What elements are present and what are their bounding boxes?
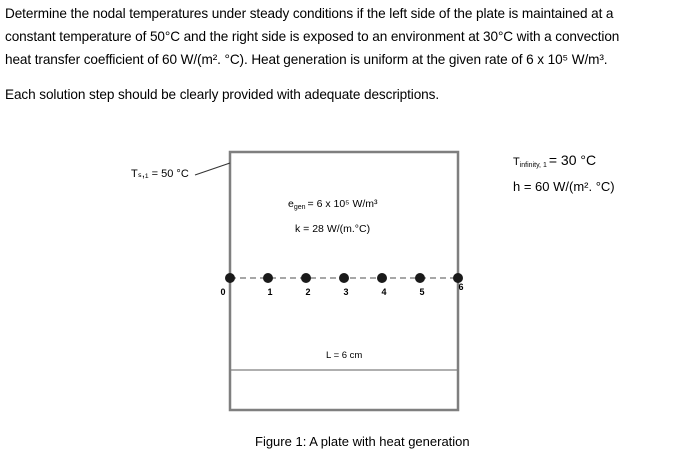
node-6-label: 6 <box>458 282 463 292</box>
problem-line-2: constant temperature of 50°C and the rig… <box>5 29 620 44</box>
figure-caption: Figure 1: A plate with heat generation <box>255 434 470 449</box>
node-0-marker <box>225 273 235 283</box>
node-5-label: 5 <box>419 287 424 297</box>
node-0-label: 0 <box>220 287 225 297</box>
node-4-marker <box>377 273 387 283</box>
node-6-marker <box>453 273 463 283</box>
node-1-label: 1 <box>267 287 272 297</box>
node-2-marker <box>301 273 311 283</box>
problem-statement: Determine the nodal temperatures under s… <box>5 2 693 106</box>
left-boundary-temperature-label: Tₛ,₁ = 50 °C <box>131 168 189 180</box>
problem-line-1: Determine the nodal temperatures under s… <box>5 6 614 21</box>
node-5-marker <box>415 273 425 283</box>
thermal-conductivity-label: k = 28 W/(m.°C) <box>295 223 370 235</box>
node-3-label: 3 <box>343 287 348 297</box>
convection-coefficient-label: h = 60 W/(m². °C) <box>513 179 615 194</box>
problem-line-3: heat transfer coefficient of 60 W/(m². °… <box>5 52 608 67</box>
nodes-group: 0 1 2 3 4 5 6 <box>220 273 464 297</box>
instruction-text: Each solution step should be clearly pro… <box>5 87 440 102</box>
plate-length-label: L = 6 cm <box>326 350 362 361</box>
node-2-label: 2 <box>305 287 310 297</box>
node-3-marker <box>339 273 349 283</box>
left-boundary-leader-line <box>194 162 231 176</box>
node-1-marker <box>263 273 273 283</box>
node-4-label: 4 <box>381 287 386 297</box>
ambient-temperature-label: Tinfinity, 1= 30 °C <box>513 152 596 169</box>
heat-generation-label: egen= 6 x 10⁵ W/m³ <box>288 198 378 211</box>
